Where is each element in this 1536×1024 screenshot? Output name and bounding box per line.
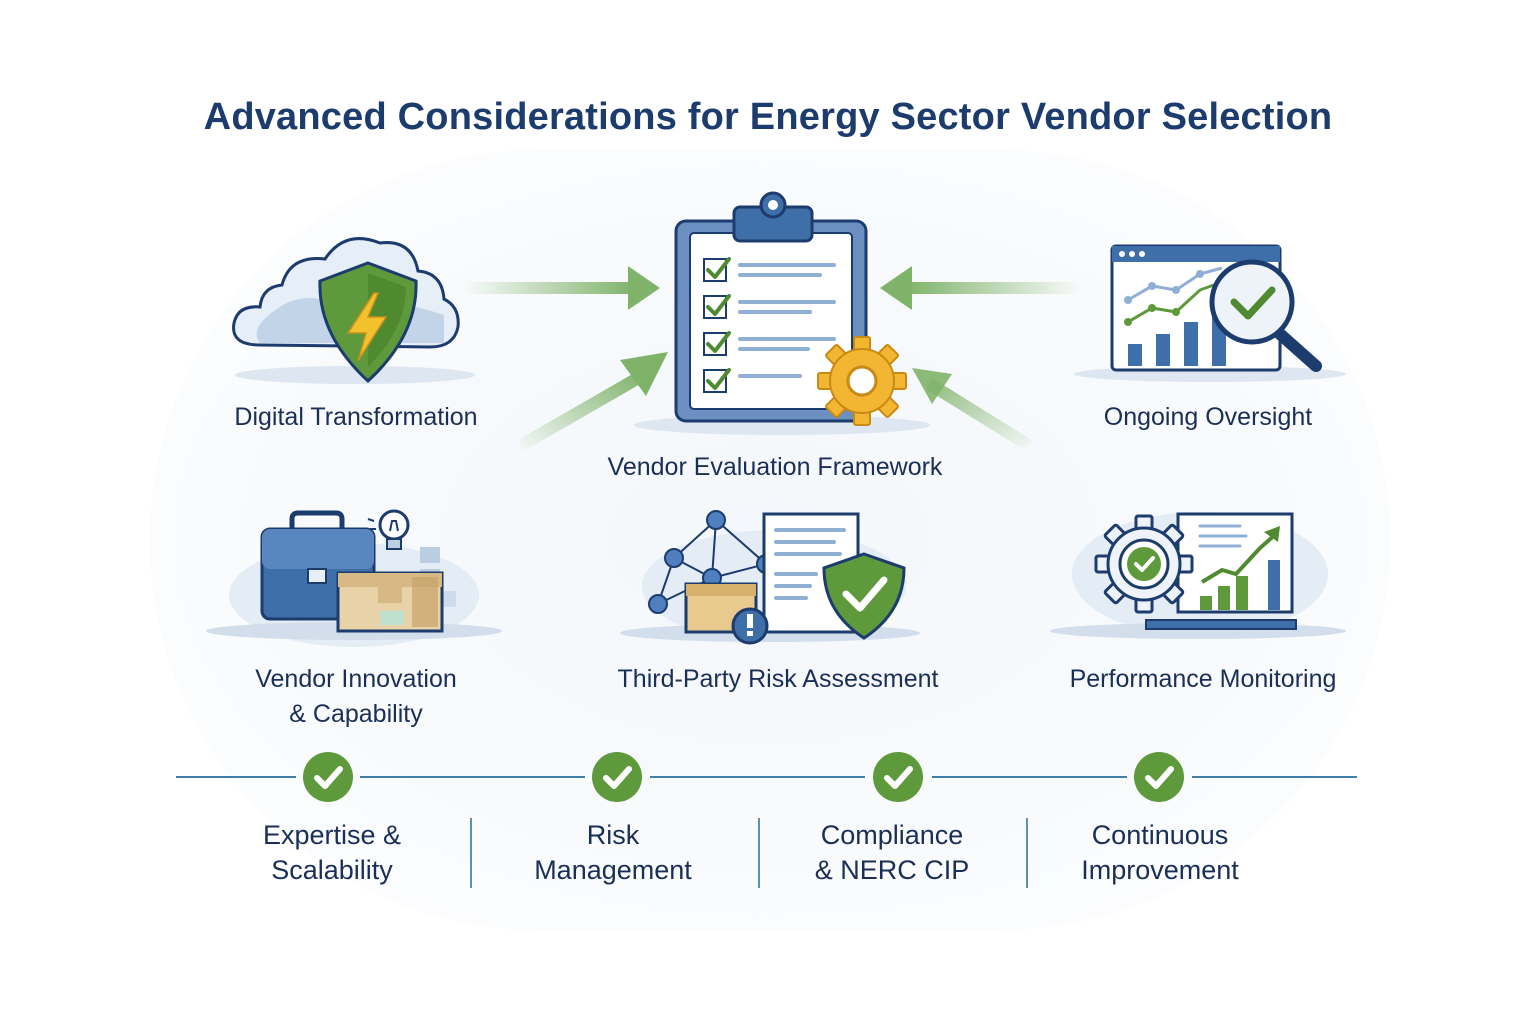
- pillar-line-2: Management: [534, 855, 692, 885]
- node-label-digital-transformation: Digital Transformation: [234, 403, 478, 431]
- arrow-left-top: [465, 266, 660, 310]
- node-label-ongoing-oversight: Ongoing Oversight: [1103, 403, 1313, 431]
- briefcase-box-lightbulb-icon: [206, 509, 502, 647]
- pillar-risk-management: Risk Management: [493, 818, 733, 888]
- arrow-right-diagonal: [912, 368, 1032, 451]
- label-line-2: & Capability: [289, 700, 423, 728]
- network-document-shield-icon: [620, 510, 920, 645]
- pillar-line-2: Scalability: [271, 855, 393, 885]
- pillar-line-1: Risk: [586, 820, 640, 850]
- clipboard-checklist-gear-icon: [634, 191, 930, 435]
- pillar-divider: [1026, 818, 1028, 888]
- pillar-line-2: Improvement: [1081, 855, 1239, 885]
- gear-chart-monitor-icon: [1050, 512, 1346, 639]
- timeline-segment: [932, 776, 1127, 778]
- gear-icon: [817, 336, 907, 426]
- label-line-1: Performance Monitoring: [1069, 665, 1337, 693]
- pillar-line-1: Continuous: [1091, 820, 1229, 850]
- node-label-third-party-risk: Third-Party Risk Assessment: [568, 662, 988, 697]
- check-circle-icon: [303, 752, 353, 802]
- check-circle-icon: [873, 752, 923, 802]
- node-label-performance-monitoring: Performance Monitoring: [1028, 662, 1378, 697]
- pillar-continuous-improvement: Continuous Improvement: [1030, 818, 1290, 888]
- label-line-1: Vendor Innovation: [255, 665, 457, 693]
- pillar-expertise-scalability: Expertise & Scalability: [212, 818, 452, 888]
- arrow-right-top: [880, 266, 1080, 310]
- label-line-1: Third-Party Risk Assessment: [617, 665, 939, 693]
- pillar-compliance-nerc-cip: Compliance & NERC CIP: [772, 818, 1012, 888]
- arrow-left-diagonal: [518, 352, 668, 451]
- node-label-vendor-evaluation-framework: Vendor Evaluation Framework: [607, 453, 943, 481]
- pillar-line-1: Compliance: [820, 820, 964, 850]
- timeline-segment: [1192, 776, 1357, 778]
- pillar-divider: [470, 818, 472, 888]
- check-circle-icon: [592, 752, 642, 802]
- timeline-segment: [360, 776, 585, 778]
- timeline-segment: [650, 776, 865, 778]
- cloud-shield-lightning-icon: [232, 237, 475, 384]
- node-label-vendor-innovation: Vendor Innovation & Capability: [196, 662, 516, 732]
- check-circle-icon: [1134, 752, 1184, 802]
- pillar-divider: [758, 818, 760, 888]
- dashboard-magnifier-check-icon: [1074, 244, 1346, 382]
- pillar-line-1: Expertise &: [262, 820, 402, 850]
- page-title: Advanced Considerations for Energy Secto…: [203, 96, 1333, 138]
- timeline-segment: [176, 776, 296, 778]
- pillar-line-2: & NERC CIP: [814, 855, 970, 885]
